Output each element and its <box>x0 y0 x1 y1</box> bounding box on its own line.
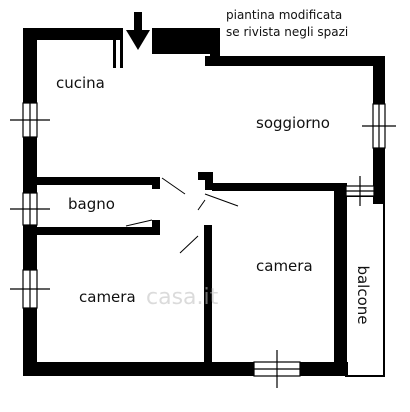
room-label-living: soggiorno <box>256 114 330 132</box>
door-bedroom-right <box>204 193 239 207</box>
room-label-kitchen: cucina <box>56 74 105 92</box>
room-label-bath: bagno <box>68 195 115 213</box>
room-label-bedroom-right: camera <box>256 257 313 275</box>
arrow-down-icon <box>126 12 150 50</box>
door-bath <box>125 219 153 227</box>
room-label-balcony: balcone <box>354 265 372 325</box>
doors <box>125 177 239 254</box>
note-line-2: se rivista negli spazi <box>226 25 349 39</box>
door-kitchen <box>161 177 186 195</box>
note-line-1: piantina modificata <box>226 8 343 22</box>
plan-note: piantina modificata se rivista negli spa… <box>226 7 348 41</box>
room-label-bedroom-left: camera <box>79 288 136 306</box>
windows <box>10 102 396 388</box>
door-bedroom-left <box>179 235 199 254</box>
watermark-logo: casa.it <box>146 285 219 310</box>
